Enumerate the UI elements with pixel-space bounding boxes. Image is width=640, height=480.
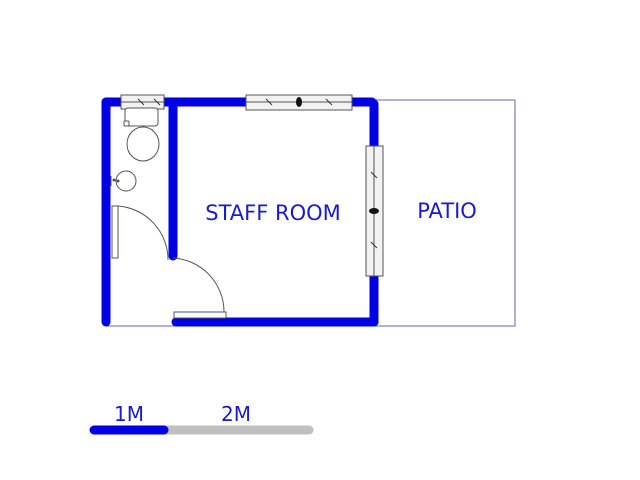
room-label-patio: PATIO	[417, 199, 477, 223]
scale-bar: 1M 2M	[89, 402, 314, 435]
bathroom-window	[120, 94, 165, 110]
toilet	[123, 107, 160, 162]
basin	[110, 170, 137, 192]
room-label-staff-room: STAFF ROOM	[205, 201, 341, 225]
top-window	[245, 94, 353, 111]
right-sliding-door	[365, 145, 384, 277]
scale-label-1m: 1M	[114, 402, 144, 426]
staff-room-door	[172, 257, 227, 319]
scale-label-2m: 2M	[221, 402, 251, 426]
bathroom-door	[111, 205, 169, 261]
